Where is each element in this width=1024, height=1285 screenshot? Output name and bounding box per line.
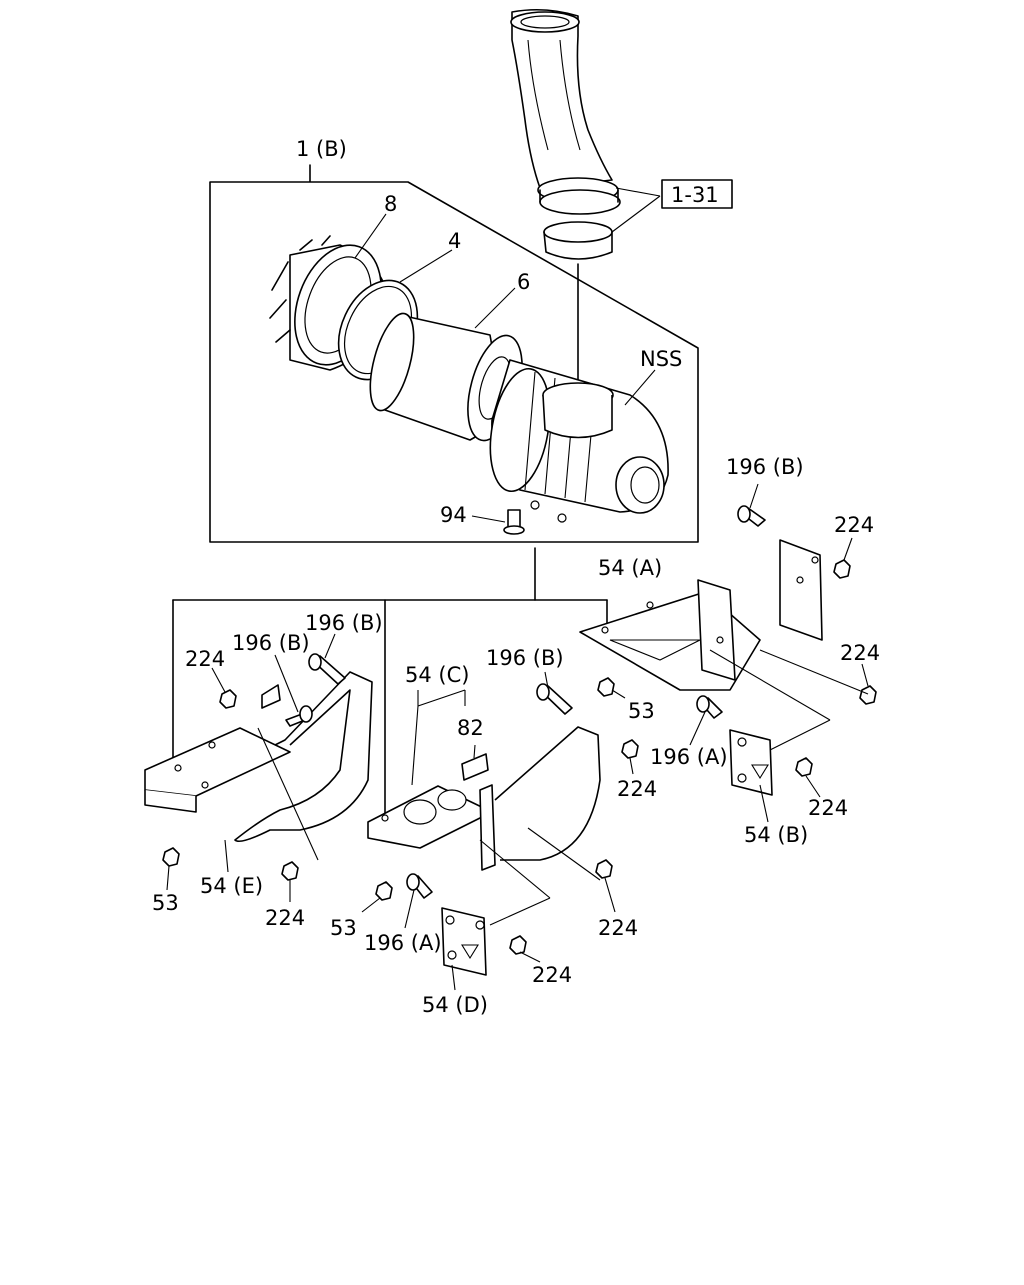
- label-54c: 54 (C): [405, 663, 469, 687]
- bracket-54e: [144, 671, 373, 843]
- label-224-bracket-b: 224: [808, 796, 848, 820]
- hose-ref-box: [661, 179, 733, 209]
- label-82: 82: [457, 716, 484, 740]
- label-cap: 8: [384, 192, 397, 216]
- label-196b-center: 196 (B): [486, 646, 564, 670]
- alignment-lines: [257, 649, 869, 926]
- bracket-54a: [579, 539, 823, 691]
- label-nss: NSS: [640, 347, 682, 371]
- label-196b-left-upper: 196 (B): [305, 611, 383, 635]
- label-224-center: 224: [617, 777, 657, 801]
- label-224-bracket-d: 224: [532, 963, 572, 987]
- label-53-left: 53: [152, 891, 179, 915]
- part-82: [461, 753, 489, 781]
- bracket-54d: [441, 907, 487, 976]
- label-196a-right: 196 (A): [650, 745, 728, 769]
- label-53-right: 53: [628, 699, 655, 723]
- label-196a-center: 196 (A): [364, 931, 442, 955]
- bracket-54b: [729, 729, 773, 796]
- hose-clamp: [543, 221, 613, 260]
- label-224-right: 224: [840, 641, 880, 665]
- label-hose-ref: 1-31: [671, 183, 719, 207]
- label-196b-left: 196 (B): [232, 631, 310, 655]
- label-54d: 54 (D): [422, 993, 488, 1017]
- label-54a: 54 (A): [598, 556, 662, 580]
- drain-valve: [503, 509, 525, 535]
- filter-element: [369, 312, 523, 442]
- label-196b-top: 196 (B): [726, 455, 804, 479]
- label-54b: 54 (B): [744, 823, 808, 847]
- intake-hose: [510, 8, 621, 215]
- label-ring: 4: [448, 229, 461, 253]
- label-224-bottom: 224: [598, 916, 638, 940]
- air-cleaner-housing: [489, 359, 669, 523]
- callout-labels: 1 (B) 1-31 8 4 6 NSS 94 196 (B) 224 54 (…: [152, 137, 880, 1017]
- label-element: 6: [517, 270, 530, 294]
- assembly-outline: [209, 164, 699, 543]
- label-224-left-lower: 224: [265, 906, 305, 930]
- leader-lines: [166, 213, 869, 991]
- label-54e: 54 (E): [200, 874, 263, 898]
- bracket-54c: [367, 726, 601, 871]
- fasteners: [162, 505, 877, 955]
- label-drain: 94: [440, 503, 467, 527]
- label-224-left-upper: 224: [185, 647, 225, 671]
- label-assembly: 1 (B): [296, 137, 347, 161]
- label-53-center: 53: [330, 916, 357, 940]
- label-224-top: 224: [834, 513, 874, 537]
